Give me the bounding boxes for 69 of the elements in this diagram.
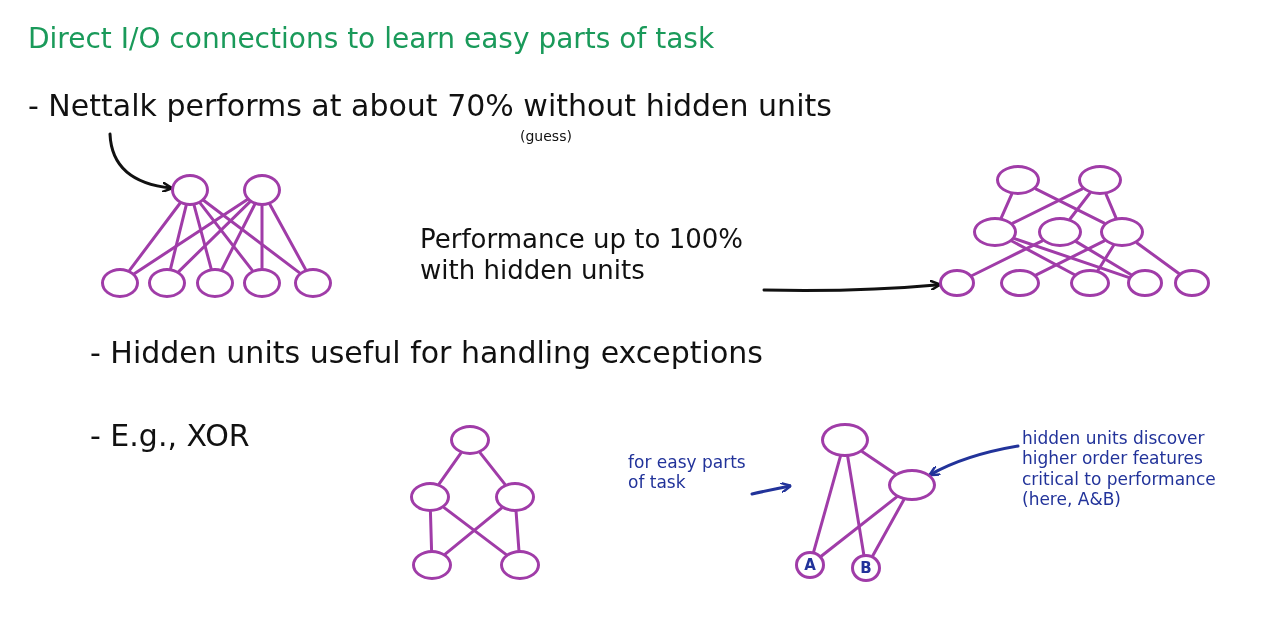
connection-line (1034, 187, 1106, 225)
connection-line (133, 198, 249, 275)
unit-circle (243, 268, 281, 298)
connection-line (1068, 191, 1092, 221)
connection-line (1013, 237, 1130, 279)
unit-circle (1078, 165, 1122, 195)
unit-circle (888, 469, 936, 501)
connection-line (514, 510, 521, 552)
unit-circle (973, 217, 1017, 247)
connection-line (437, 451, 463, 486)
unit-circle (450, 425, 490, 455)
connection-line (1135, 241, 1181, 275)
unit-circle (101, 268, 139, 298)
note-text: - Nettalk performs at about 70% without hidden units (28, 88, 1128, 124)
connection-line (260, 204, 264, 270)
unit-circle (1038, 217, 1082, 247)
connection-line (1010, 239, 1076, 276)
connection-line (192, 204, 213, 270)
arrow (928, 444, 1020, 477)
arrow (762, 279, 942, 292)
connection-line (268, 203, 307, 271)
connection-line (128, 202, 182, 272)
connection-line (1034, 239, 1106, 277)
unit-circle (1174, 269, 1210, 297)
unit-circle (410, 482, 450, 512)
unit-circle (294, 268, 332, 298)
connection-line (198, 201, 254, 272)
connection-line (177, 200, 252, 273)
unit-circle (1100, 217, 1144, 247)
unit-circle (412, 550, 452, 580)
input-unit-circle: B (851, 554, 881, 582)
note-text: Performance up to 100% with hidden units (420, 224, 760, 287)
title: Direct I/O connections to learn easy parts of task (28, 22, 715, 56)
note-text: hidden units discover higher order features critical to performance (here, A&B) (1022, 428, 1262, 510)
unit-circle (821, 423, 869, 457)
connection-line (999, 192, 1014, 220)
note-text: for easy parts of task (628, 452, 748, 493)
unit-circle (1070, 269, 1110, 297)
connection-line (220, 203, 257, 271)
connection-line (1104, 192, 1118, 220)
unit-circle (196, 268, 234, 298)
unit-circle (500, 550, 540, 580)
arrow (108, 132, 174, 194)
unit-circle (148, 268, 186, 298)
connection-line (812, 455, 842, 553)
bullet-text: - Hidden units useful for handling exceptions (90, 335, 763, 371)
input-unit-circle: A (795, 551, 825, 579)
connection-line (820, 495, 898, 558)
connection-line (1075, 240, 1133, 276)
unit-circle (243, 174, 281, 206)
connection-line (428, 510, 434, 552)
unit-circle (1000, 269, 1040, 297)
arrow (750, 481, 793, 496)
connection-line (970, 239, 1044, 277)
note-text: (guess) (520, 128, 572, 145)
bullet-text: - E.g., XOR (90, 418, 250, 454)
connection-line (860, 450, 897, 476)
unit-circle (171, 174, 209, 206)
connection-line (169, 204, 188, 270)
unit-circle (939, 269, 975, 297)
connection-line (478, 451, 507, 486)
unit-circle (495, 482, 535, 512)
connection-line (846, 455, 866, 556)
unit-circle (996, 165, 1040, 195)
connection-line (202, 199, 301, 275)
connection-line (871, 498, 906, 558)
unit-circle (1127, 269, 1163, 297)
connection-line (1011, 187, 1084, 225)
connection-line (1096, 244, 1115, 272)
